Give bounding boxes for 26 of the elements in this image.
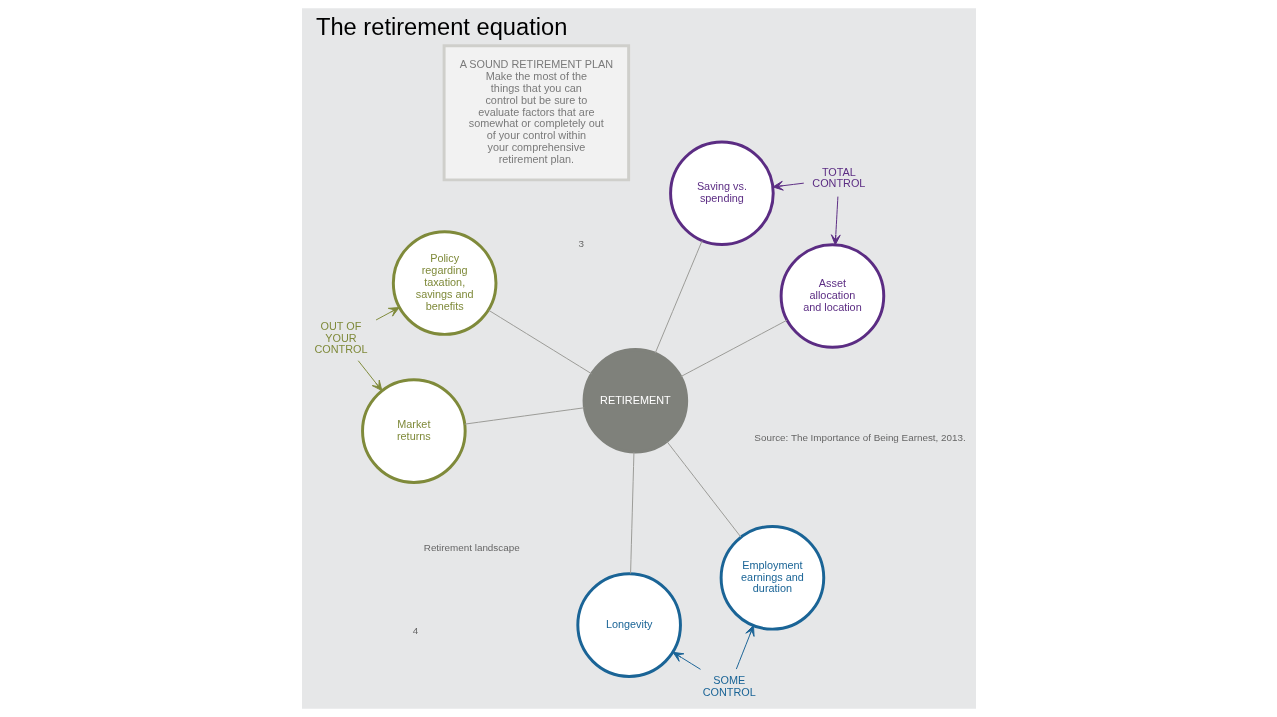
arrow: [735, 625, 755, 670]
connector: [679, 319, 787, 378]
label: 3: [578, 238, 584, 250]
connector: [463, 407, 585, 425]
node-box: A SOUND RETIREMENT PLAN Make the most of the things that you can control but be sure to evaluate factors that are somewhat or completely out of your control within your comprehensive retirement plan.: [442, 44, 630, 182]
node-circle: Policy regarding taxation, savings and benefits: [391, 230, 497, 336]
connector: [654, 240, 703, 354]
node-text: TOTAL CONTROL: [811, 165, 865, 190]
node-text: OUT OF YOUR CONTROL: [313, 319, 367, 356]
node-text: SOME CONTROL: [702, 673, 756, 698]
arrow: [357, 360, 382, 392]
arrow: [772, 180, 804, 191]
label: 4: [412, 625, 418, 637]
label: Source: The Importance of Being Earnest, 2013.: [753, 431, 966, 443]
arrow: [375, 307, 400, 321]
connector: [629, 451, 634, 574]
node-circle: RETIREMENT: [582, 347, 688, 454]
label: Retirement landscape: [423, 542, 520, 554]
arrow: [830, 196, 841, 246]
node-circle: Employment earnings and duration: [719, 525, 825, 631]
node-circle: Asset allocation and location: [779, 243, 885, 349]
arrow: [672, 651, 701, 670]
diagram-title: The retirement equation: [315, 14, 567, 41]
connector: [487, 309, 592, 375]
connector: [665, 440, 741, 538]
node-circle: Saving vs. spending: [668, 140, 775, 247]
